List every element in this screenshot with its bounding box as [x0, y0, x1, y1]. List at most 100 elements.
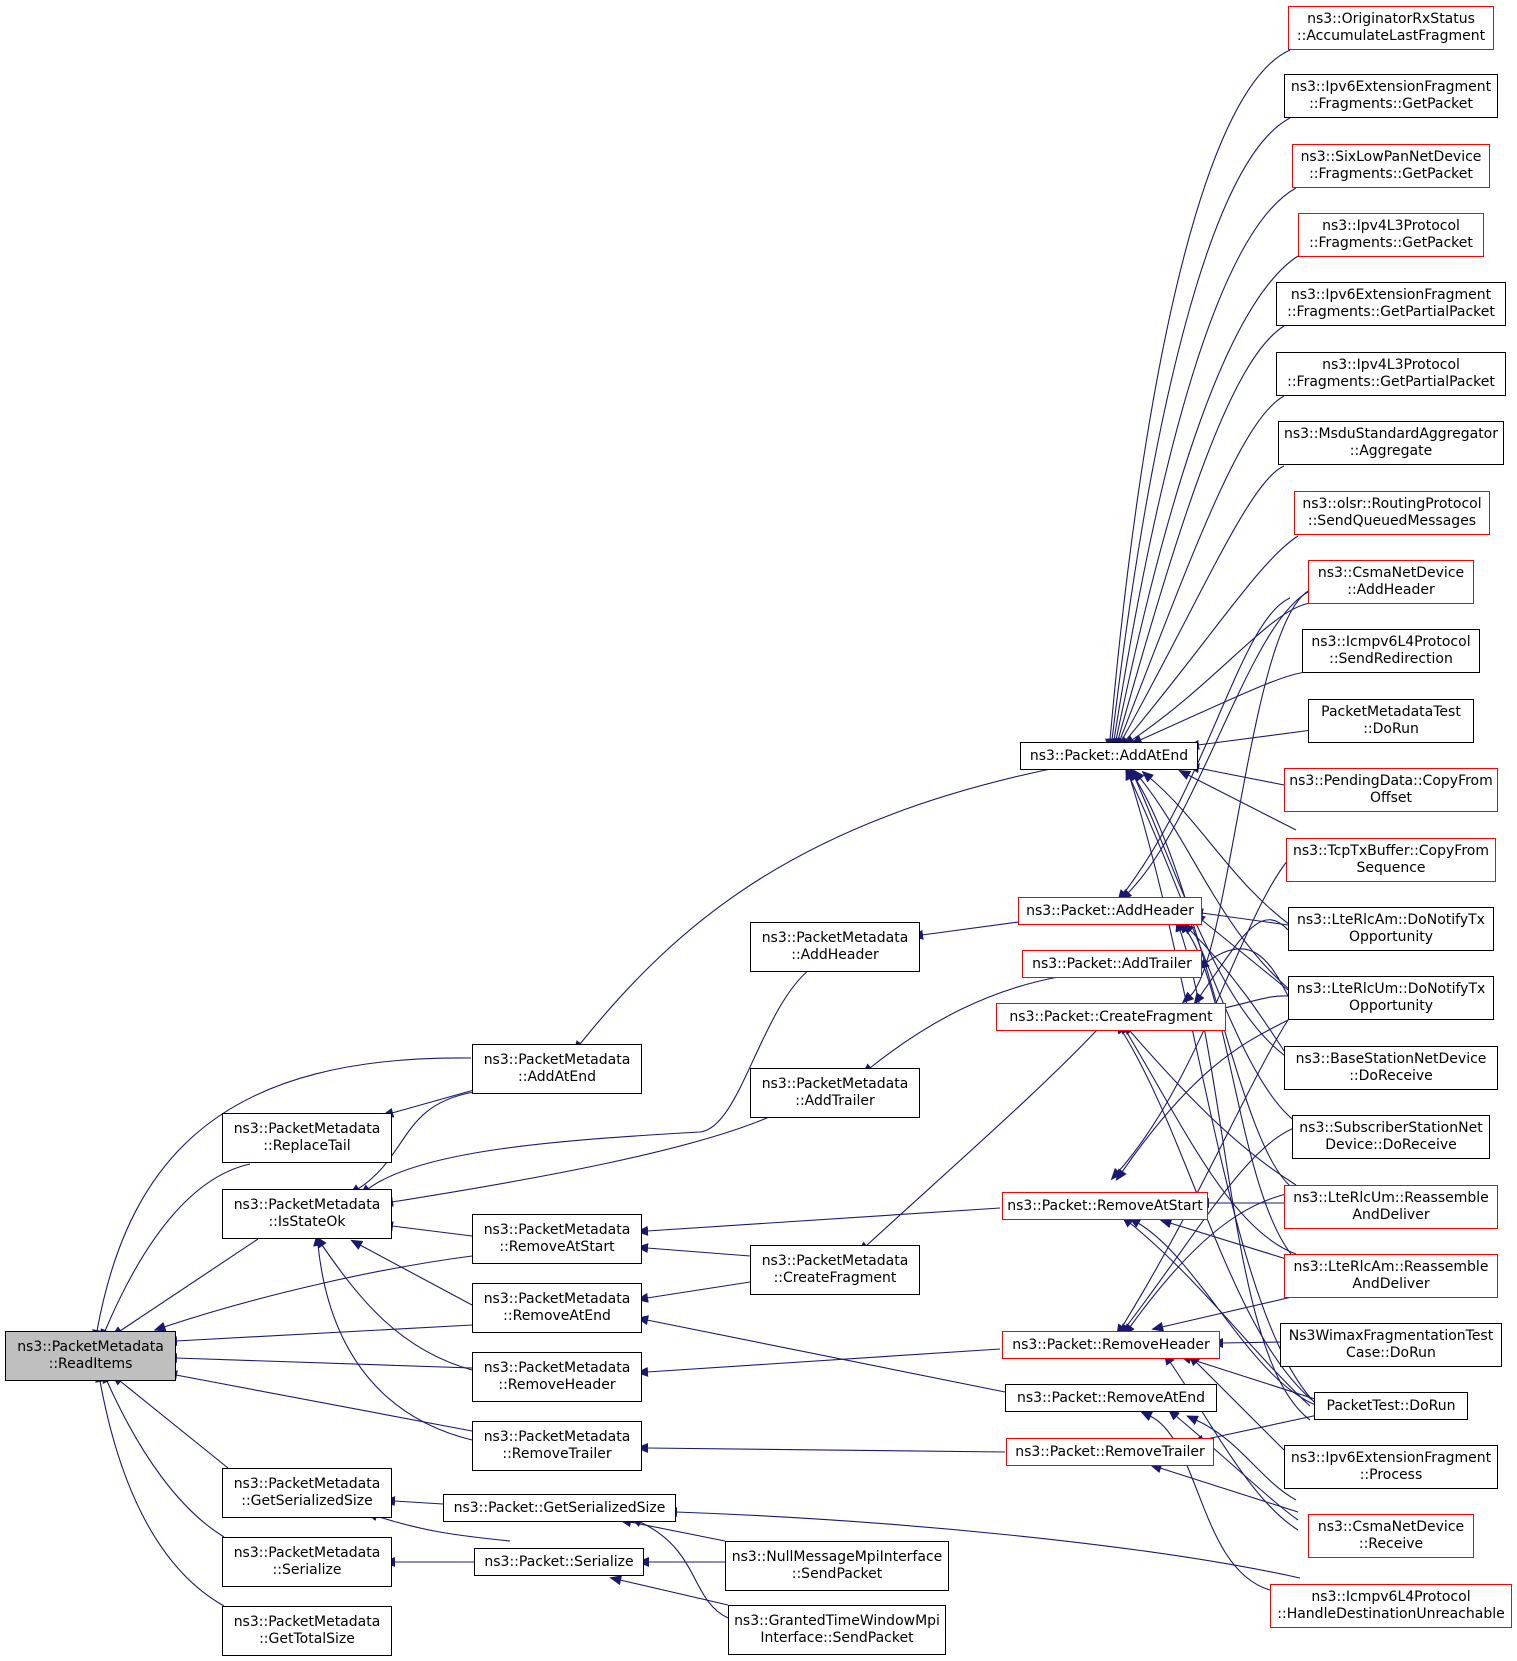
node-ipv6extensionfragment-fragments-getpartialpacket[interactable]: ns3::Ipv6ExtensionFragment ::Fragments::… — [1276, 282, 1506, 326]
node-originatorrxstatus-accumulatelastfragment[interactable]: ns3::OriginatorRxStatus ::AccumulateLast… — [1288, 6, 1494, 50]
node-label-line2: ::AddHeader — [791, 947, 879, 963]
node-packet-getserializedsize[interactable]: ns3::Packet::GetSerializedSize — [443, 1494, 676, 1522]
node-lterlcam-donotifytxopportunity[interactable]: ns3::LteRlcAm::DoNotifyTx Opportunity — [1288, 907, 1494, 951]
node-packet-removetrailer[interactable]: ns3::Packet::RemoveTrailer — [1006, 1438, 1214, 1466]
node-msdustandardaggregator-aggregate[interactable]: ns3::MsduStandardAggregator ::Aggregate — [1278, 421, 1504, 465]
node-icmpv6l4protocol-sendredirection[interactable]: ns3::Icmpv6L4Protocol ::SendRedirection — [1302, 629, 1480, 673]
node-grantedtimewindowmpiinterface-sendpacket[interactable]: ns3::GrantedTimeWindowMpi Interface::Sen… — [728, 1605, 946, 1655]
node-ipv4l3protocol-fragments-getpacket[interactable]: ns3::Ipv4L3Protocol ::Fragments::GetPack… — [1298, 213, 1484, 257]
node-icmpv6l4protocol-handledestinationunreachable[interactable]: ns3::Icmpv6L4Protocol ::HandleDestinatio… — [1270, 1584, 1512, 1628]
node-nullmessagempiinterface-sendpacket[interactable]: ns3::NullMessageMpiInterface ::SendPacke… — [725, 1541, 949, 1591]
node-label-line2: ::RemoveHeader — [498, 1377, 616, 1393]
node-subscriberstationnetdevice-doreceive[interactable]: ns3::SubscriberStationNet Device::DoRece… — [1292, 1115, 1490, 1159]
node-label-line1: ns3::SubscriberStationNet — [1299, 1120, 1483, 1136]
edge — [1105, 49, 1291, 751]
node-packetmetadata-createfragment[interactable]: ns3::PacketMetadata ::CreateFragment — [750, 1245, 920, 1295]
node-packetmetadata-isstateok[interactable]: ns3::PacketMetadata ::IsStateOk — [222, 1189, 392, 1239]
node-label-line1: ns3::CsmaNetDevice — [1317, 565, 1465, 581]
edge — [95, 1370, 225, 1607]
edge — [110, 1238, 259, 1338]
node-label-line1: ns3::Ipv4L3Protocol — [1322, 218, 1460, 234]
node-label-line1: ns3::Packet::AddHeader — [1026, 902, 1194, 919]
node-label-line2: Sequence — [1356, 860, 1426, 876]
node-label-line1: ns3::olsr::RoutingProtocol — [1302, 496, 1482, 512]
node-packetmetadata-removeatstart[interactable]: ns3::PacketMetadata ::RemoveAtStart — [472, 1214, 642, 1264]
call-edges — [92, 49, 1319, 1619]
node-label-line1: ns3::BaseStationNetDevice — [1295, 1051, 1487, 1067]
node-packet-addtrailer[interactable]: ns3::Packet::AddTrailer — [1022, 950, 1202, 978]
node-ns3wimaxfragmentationtestcase-dorun[interactable]: Ns3WimaxFragmentationTest Case::DoRun — [1280, 1323, 1502, 1367]
node-packetmetadata-replacetail[interactable]: ns3::PacketMetadata ::ReplaceTail — [222, 1113, 392, 1163]
node-label-line2: ::AddAtEnd — [518, 1069, 596, 1085]
node-label-line2: ::DoRun — [1363, 721, 1419, 737]
edge — [1151, 1295, 1297, 1332]
edge — [1141, 770, 1291, 926]
node-label-line1: ns3::PacketMetadata — [17, 1339, 164, 1355]
node-label-line2: AndDeliver — [1352, 1276, 1430, 1292]
node-ipv4l3protocol-fragments-getpartialpacket[interactable]: ns3::Ipv4L3Protocol ::Fragments::GetPart… — [1276, 352, 1506, 396]
edge — [911, 921, 1019, 940]
node-pendingdata-copyfromoffset[interactable]: ns3::PendingData::CopyFrom Offset — [1284, 768, 1498, 812]
node-packet-removeheader[interactable]: ns3::Packet::RemoveHeader — [1002, 1331, 1220, 1359]
node-lterlcam-reassembleanddeliver[interactable]: ns3::LteRlcAm::Reassemble AndDeliver — [1284, 1254, 1498, 1298]
edge — [636, 1315, 1011, 1394]
node-label-line2: ::RemoveAtStart — [499, 1239, 615, 1255]
edge — [1179, 1354, 1319, 1401]
node-olsr-routingprotocol-sendqueuedmessages[interactable]: ns3::olsr::RoutingProtocol ::SendQueuedM… — [1294, 491, 1490, 535]
node-label-line1: ns3::PacketMetadata — [233, 1614, 381, 1630]
node-tcptxbuffer-copyfromsequence[interactable]: ns3::TcpTxBuffer::CopyFrom Sequence — [1286, 838, 1496, 882]
edge — [1191, 908, 1289, 926]
node-label-line1: ns3::PacketMetadata — [761, 1253, 909, 1269]
node-lterlcum-reassembleanddeliver[interactable]: ns3::LteRlcUm::Reassemble AndDeliver — [1284, 1185, 1498, 1229]
node-packetmetadata-removeatend[interactable]: ns3::PacketMetadata ::RemoveAtEnd — [472, 1283, 642, 1333]
edge — [1116, 1019, 1289, 1337]
node-sixlowpannetdevice-fragments-getpacket[interactable]: ns3::SixLowPanNetDevice ::Fragments::Get… — [1292, 144, 1490, 188]
node-label-line2: AndDeliver — [1352, 1207, 1430, 1223]
node-ipv6extensionfragment-process[interactable]: ns3::Ipv6ExtensionFragment ::Process — [1284, 1445, 1498, 1489]
edge — [1178, 770, 1297, 831]
node-packet-addatend[interactable]: ns3::Packet::AddAtEnd — [1020, 742, 1198, 770]
edge — [636, 1207, 1001, 1236]
node-lterlcum-donotifytxopportunity[interactable]: ns3::LteRlcUm::DoNotifyTx Opportunity — [1288, 976, 1494, 1020]
node-packetmetadata-readitems: ns3::PacketMetadata ::ReadItems — [5, 1331, 176, 1381]
node-label-line1: ns3::PacketMetadata — [483, 1360, 631, 1376]
node-packetmetadata-addtrailer[interactable]: ns3::PacketMetadata ::AddTrailer — [750, 1068, 920, 1118]
edge — [636, 1443, 1006, 1454]
node-label-line2: Opportunity — [1348, 998, 1433, 1014]
node-csmanetdevice-addheader[interactable]: ns3::CsmaNetDevice ::AddHeader — [1308, 560, 1474, 604]
node-label-line2: Offset — [1369, 790, 1413, 806]
node-label-line1: ns3::Packet::RemoveAtStart — [1007, 1197, 1203, 1214]
edge — [1107, 117, 1291, 751]
node-label-line1: ns3::TcpTxBuffer::CopyFrom — [1293, 843, 1489, 859]
node-packetmetadata-addheader[interactable]: ns3::PacketMetadata ::AddHeader — [750, 922, 920, 972]
edge — [861, 976, 1059, 1075]
node-packetmetadata-getserializedsize[interactable]: ns3::PacketMetadata ::GetSerializedSize — [222, 1468, 392, 1518]
node-packetmetadata-serialize[interactable]: ns3::PacketMetadata ::Serialize — [222, 1537, 392, 1587]
node-packetmetadata-addatend[interactable]: ns3::PacketMetadata ::AddAtEnd — [472, 1044, 642, 1094]
node-csmanetdevice-receive[interactable]: ns3::CsmaNetDevice ::Receive — [1308, 1514, 1474, 1558]
edge — [381, 1221, 473, 1237]
node-packet-removeatstart[interactable]: ns3::Packet::RemoveAtStart — [1002, 1192, 1208, 1220]
node-packet-serialize[interactable]: ns3::Packet::Serialize — [474, 1548, 644, 1576]
node-packet-removeatend[interactable]: ns3::Packet::RemoveAtEnd — [1005, 1384, 1217, 1412]
edge — [630, 1517, 729, 1619]
node-packetmetadata-gettotalsize[interactable]: ns3::PacketMetadata ::GetTotalSize — [222, 1606, 392, 1656]
edge — [1193, 913, 1289, 991]
node-label-line2: Case::DoRun — [1346, 1345, 1436, 1361]
node-ipv6extensionfragment-fragments-getpacket[interactable]: ns3::Ipv6ExtensionFragment ::Fragments::… — [1284, 74, 1498, 118]
node-label-line1: ns3::LteRlcUm::DoNotifyTx — [1296, 981, 1486, 997]
node-packet-addheader[interactable]: ns3::Packet::AddHeader — [1018, 897, 1202, 925]
node-label-line1: ns3::Packet::AddAtEnd — [1029, 747, 1189, 764]
edge — [1188, 1354, 1285, 1451]
edge — [1115, 1019, 1289, 1182]
edge — [609, 1575, 729, 1606]
edge — [1211, 1337, 1285, 1348]
edge — [111, 1374, 229, 1469]
node-packettest-dorun[interactable]: PacketTest::DoRun — [1314, 1392, 1468, 1420]
node-basestationnetdevice-doreceive[interactable]: ns3::BaseStationNetDevice ::DoReceive — [1284, 1046, 1498, 1090]
node-packetmetadatatest-dorun[interactable]: PacketMetadataTest ::DoRun — [1308, 699, 1474, 743]
node-packet-createfragment[interactable]: ns3::Packet::CreateFragment — [996, 1003, 1226, 1031]
node-packetmetadata-removetrailer[interactable]: ns3::PacketMetadata ::RemoveTrailer — [472, 1421, 642, 1471]
node-packetmetadata-removeheader[interactable]: ns3::PacketMetadata ::RemoveHeader — [472, 1352, 642, 1402]
edge — [1122, 1022, 1297, 1186]
